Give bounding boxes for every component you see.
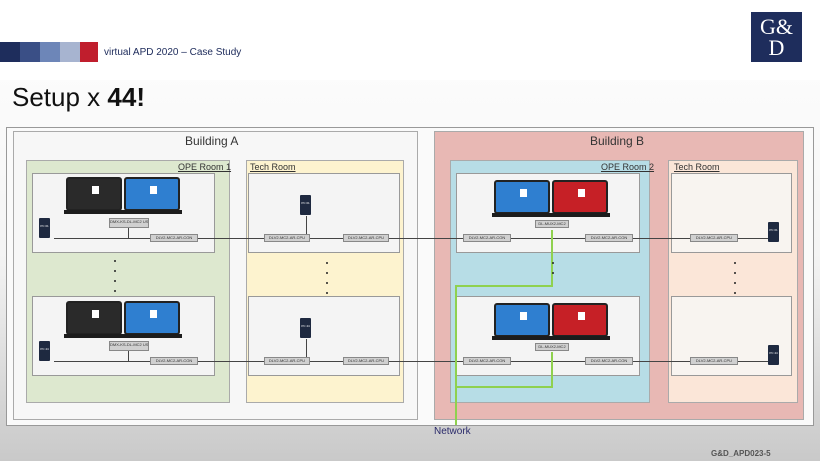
monitor-stand-a1 (64, 210, 182, 214)
cpu-device-t1: DLV2-MC2-AR-CPU (264, 234, 310, 242)
pc-icon-t44: PC 44 (300, 318, 311, 338)
network-line-v2 (551, 352, 553, 388)
ellipsis-dot (734, 282, 736, 284)
mux-device-b1: DL-MUX2-MC2 (535, 220, 569, 228)
ellipsis-dot (326, 282, 328, 284)
footer-code: G&D_APD023-5 (711, 449, 771, 458)
ellipsis-dot (734, 262, 736, 264)
cpu-device-t1b: DLV2-MC2-AR-CPU (343, 234, 389, 242)
ellipsis-dot (552, 262, 554, 264)
slide-title: Setup x 44! (12, 82, 145, 113)
ellipsis-dot (326, 272, 328, 274)
logo-bottom: D (768, 35, 785, 60)
tech-room-b-label: Tech Room (674, 162, 720, 172)
title-prefix: Setup x (12, 82, 108, 112)
network-line-v1 (551, 230, 553, 286)
monitor-a1-right (124, 177, 180, 211)
link-tpc1 (306, 216, 307, 238)
monitor-a1-left (66, 177, 122, 211)
title-bold: 44! (107, 82, 145, 112)
ellipsis-dot (114, 260, 116, 262)
header: virtual APD 2020 – Case Study G& D (0, 0, 820, 80)
pc-icon-a1: PC 01 (39, 218, 50, 238)
link-tpc44 (306, 339, 307, 361)
network-line-h2 (456, 386, 553, 388)
strip-3 (40, 42, 60, 62)
con-device-a44: DLV2-MC2-AR-CON (150, 357, 198, 365)
link-dmx1 (128, 226, 129, 238)
cpu-device-t44b: DLV2-MC2-AR-CPU (343, 357, 389, 365)
ope-room-1-label: OPE Room 1 (178, 162, 232, 172)
building-a-name: Building A (185, 134, 239, 148)
ellipsis-dot (734, 292, 736, 294)
ope-room-2-label: OPE Room 2 (601, 162, 655, 172)
monitor-stand-b44 (492, 336, 610, 340)
cpu-device-bt44: DLV2-MC2-AR-CPU (690, 357, 738, 365)
ellipsis-dot (552, 272, 554, 274)
ellipsis-dot (114, 270, 116, 272)
building-b-name: Building B (590, 134, 645, 148)
monitor-a44-left (66, 301, 122, 335)
header-title: virtual APD 2020 – Case Study (104, 47, 242, 58)
monitor-b1-right (552, 180, 608, 214)
monitor-b44-left (494, 303, 550, 337)
monitor-stand-a44 (64, 334, 182, 338)
ellipsis-dot (326, 262, 328, 264)
ellipsis-dot (734, 272, 736, 274)
network-line-main (455, 285, 457, 425)
con-device-b44: DLV2-MC2-AR-CON (463, 357, 511, 365)
pc-icon-a44: PC 44 (39, 341, 50, 361)
dmx-device-a44: DMX-KS-DL-MC2 USB (109, 341, 149, 351)
monitor-stand-b1 (492, 213, 610, 217)
link-line-1 (54, 238, 772, 239)
tech-room-a-label: Tech Room (250, 162, 296, 172)
con-device-b1b: DLV2-MC2-AR-CON (585, 234, 633, 242)
strip-2 (20, 42, 40, 62)
monitor-a44-right (124, 301, 180, 335)
monitor-b1-left (494, 180, 550, 214)
ellipsis-dot (114, 290, 116, 292)
strip-5 (80, 42, 98, 62)
network-line-h1 (456, 285, 553, 287)
cpu-device-bt1: DLV2-MC2-AR-CPU (690, 234, 738, 242)
con-device-b1: DLV2-MC2-AR-CON (463, 234, 511, 242)
mux-device-b44: DL-MUX2-MC2 (535, 343, 569, 351)
pc-icon-b1: PC 01 (768, 222, 779, 242)
network-label: Network (434, 426, 471, 437)
con-device-a1: DLV2-MC2-AR-CON (150, 234, 198, 242)
link-dmx44 (128, 349, 129, 361)
monitor-b44-right (552, 303, 608, 337)
ellipsis-dot (114, 280, 116, 282)
con-device-b44b: DLV2-MC2-AR-CON (585, 357, 633, 365)
pc-icon-t1: PC 01 (300, 195, 311, 215)
pc-icon-b44: PC 44 (768, 345, 779, 365)
strip-4 (60, 42, 80, 62)
cpu-device-t44: DLV2-MC2-AR-CPU (264, 357, 310, 365)
strip-1 (0, 42, 20, 62)
dmx-device-a1: DMX-KS-DL-MC2 USB (109, 218, 149, 228)
logo-top: G& (760, 14, 793, 39)
link-line-44 (54, 361, 772, 362)
ellipsis-dot (326, 292, 328, 294)
gd-logo: G& D (751, 12, 802, 62)
